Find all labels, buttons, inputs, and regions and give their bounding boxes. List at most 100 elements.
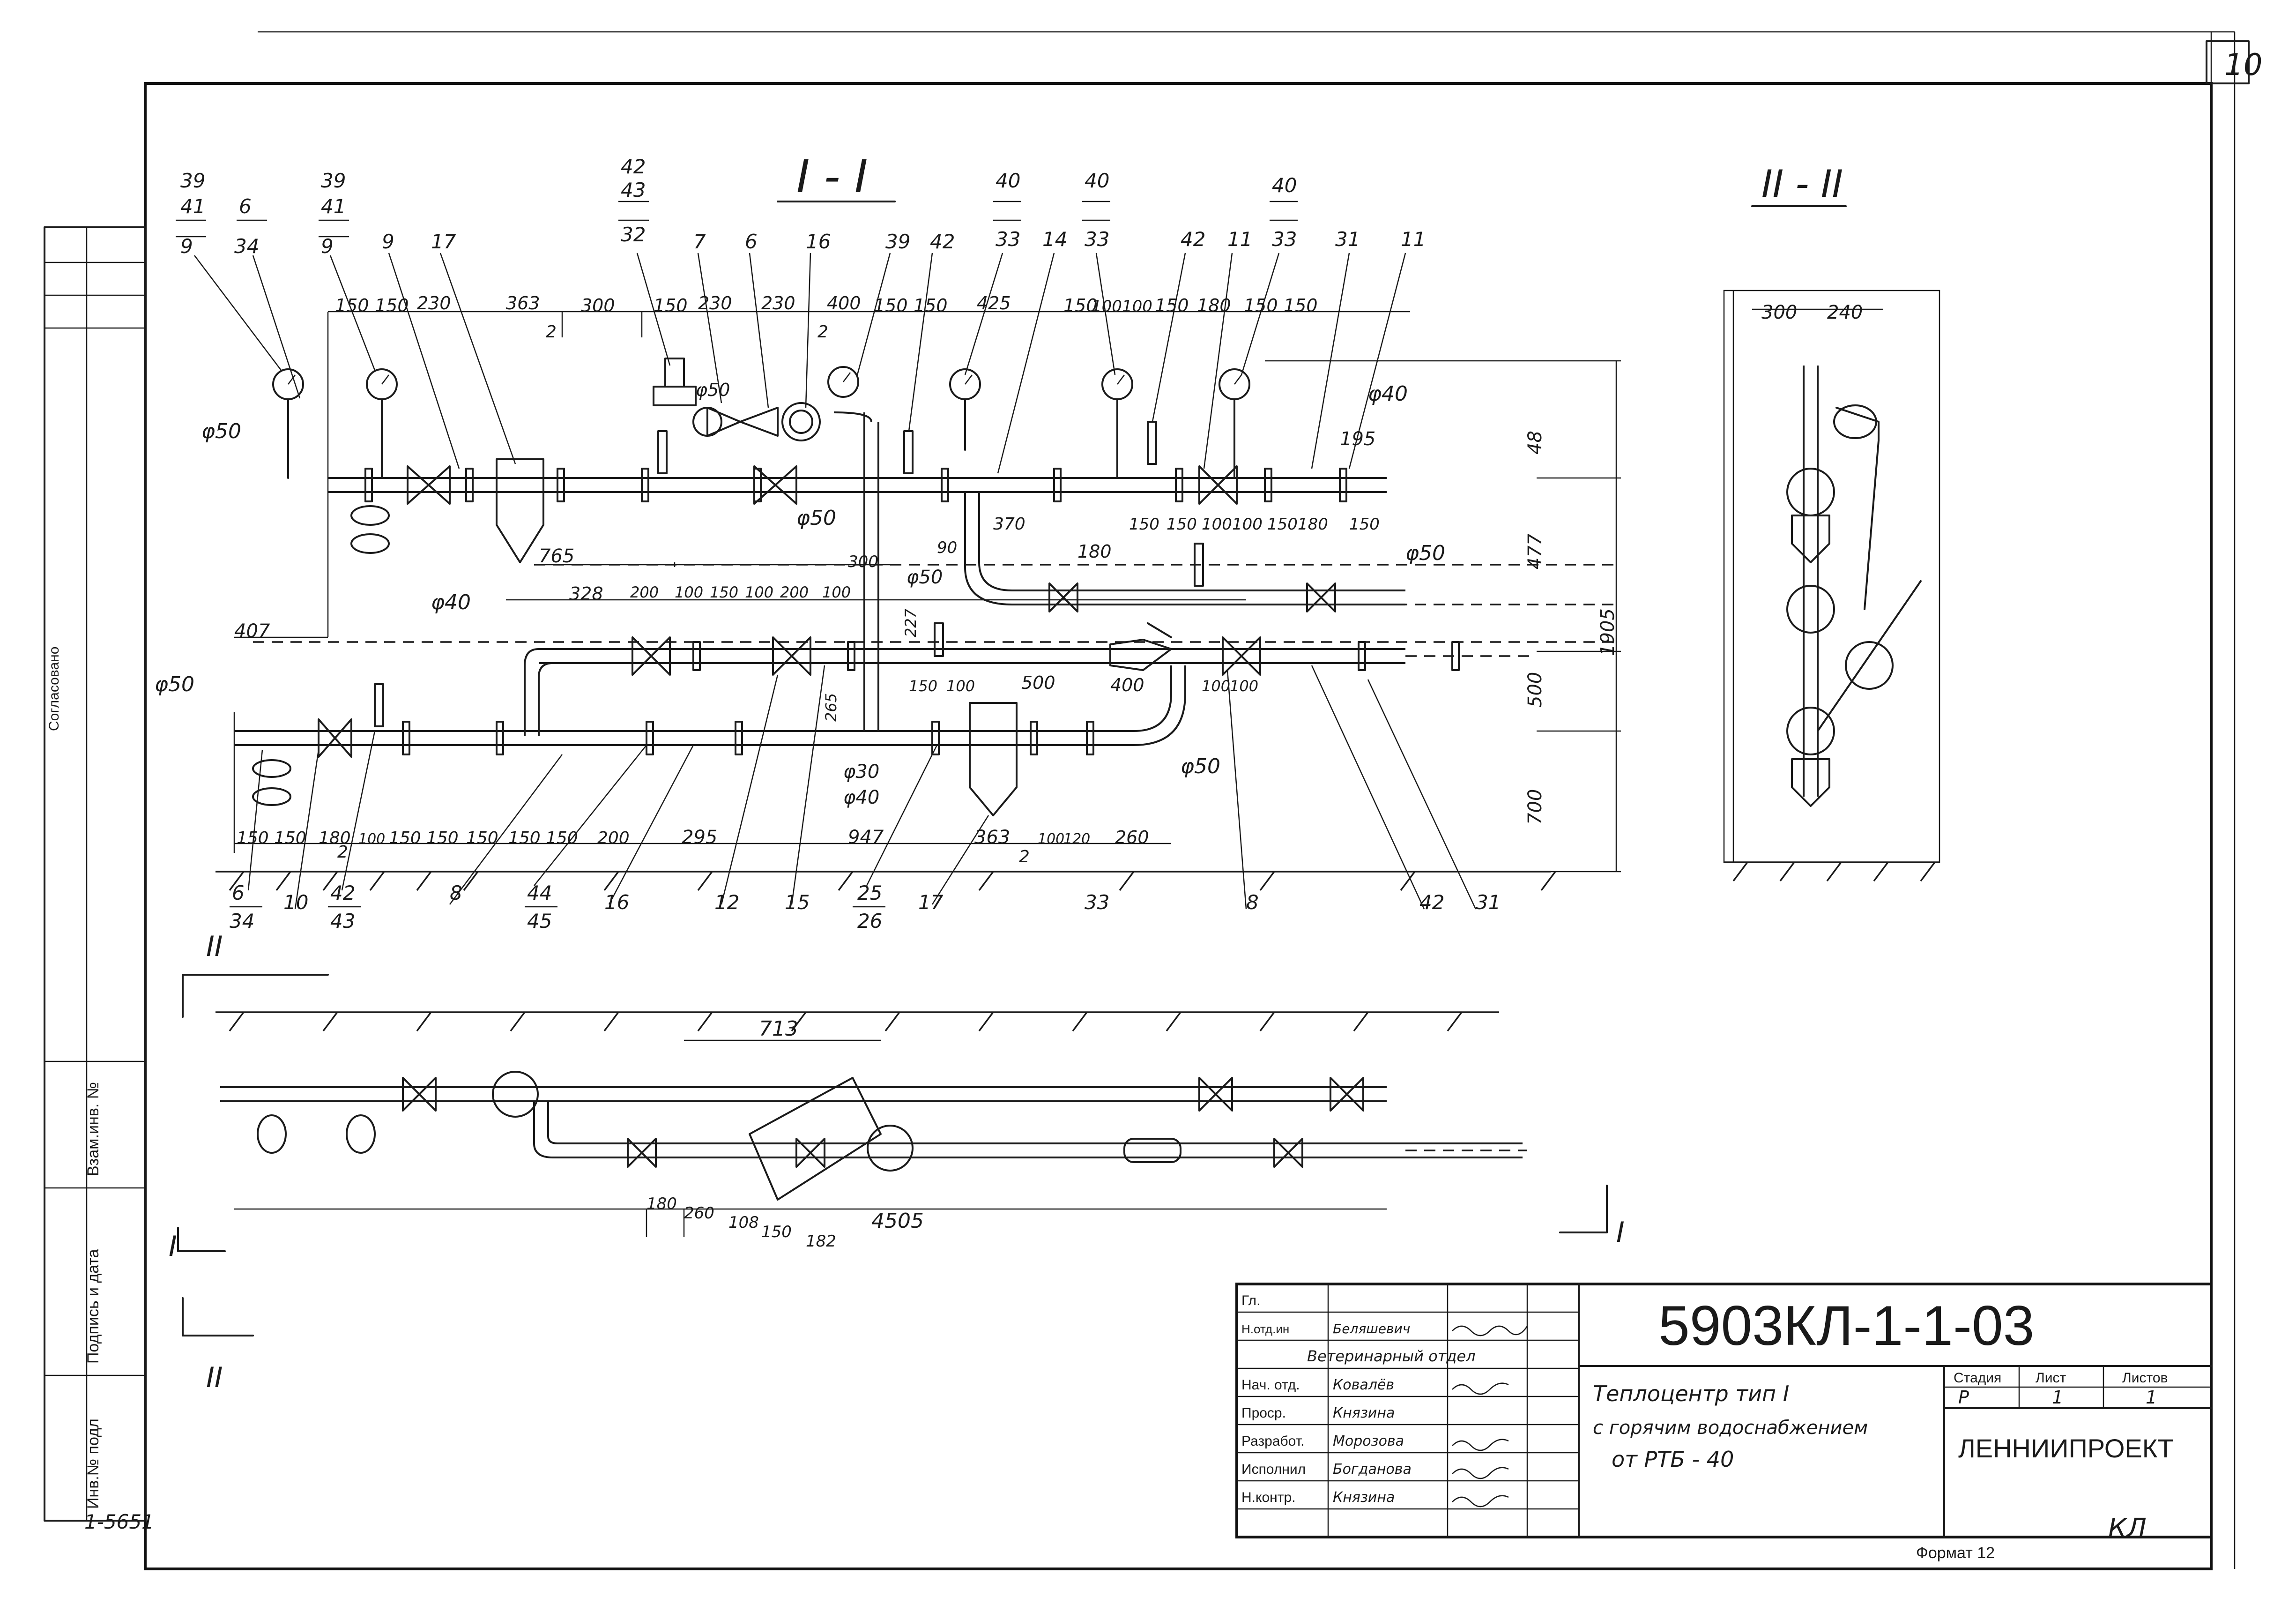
dim-misc-265: 265: [822, 693, 840, 722]
callout-t20: 33: [996, 228, 1020, 251]
plan-dim-182: 182: [806, 1232, 836, 1251]
department: Ветеринарный отдел: [1307, 1347, 1476, 1365]
dia-3: φ40: [431, 590, 471, 614]
dim-bot-16: 260: [1115, 827, 1149, 848]
role-5: Разработ.: [1241, 1433, 1304, 1449]
dia-8: φ40: [843, 787, 879, 808]
plan-dim-4505: 4505: [871, 1209, 924, 1233]
callout-t3: 9: [180, 235, 193, 258]
dim-mid-12: 100: [1202, 677, 1230, 695]
callout-t21: 14: [1042, 228, 1067, 251]
dim-top-3: 230: [417, 293, 451, 314]
callout-t5: 34: [234, 235, 259, 258]
dim-top-4: 363: [506, 293, 540, 314]
role-7: Н.контр.: [1241, 1490, 1295, 1505]
dimension-labels-middle: 328 200 100 150 100 200 100 150 100 500 …: [569, 515, 1380, 695]
margin-row-inv-original: Инв.№ подл: [84, 1418, 102, 1509]
corner-mark: КЛ: [2108, 1513, 2147, 1544]
role-3: Нач. отд.: [1241, 1377, 1300, 1393]
margin-side-label: Согласовано: [46, 647, 62, 731]
dim-top-11: 150: [914, 295, 948, 316]
dim-bot-10: 200: [597, 829, 630, 848]
callout-t10: 17: [431, 230, 456, 253]
dim-bot-4: 100: [358, 831, 385, 847]
callout-b13: 26: [857, 910, 882, 933]
callout-b8: 45: [527, 910, 552, 933]
section-1-piping: [234, 358, 1621, 816]
dia-2: φ50: [155, 672, 194, 696]
name-7: Князина: [1333, 1489, 1395, 1506]
callout-t27: 33: [1272, 228, 1297, 251]
callout-t22: 40: [1085, 169, 1109, 192]
dim-misc-1905: 1905: [1597, 608, 1619, 656]
section-title-2: II - II: [1761, 162, 1843, 206]
margin-bottom-code: 1-5651: [84, 1510, 154, 1533]
callout-b9: 16: [604, 891, 629, 914]
dim-mid-13: 100: [1230, 677, 1258, 695]
cut-mark-ii-top: II: [206, 930, 223, 963]
dim-bot-13: 363: [974, 827, 1010, 848]
dia-1: φ50: [201, 419, 241, 443]
name-3: Ковалёв: [1333, 1377, 1394, 1393]
format-label: Формат 12: [1916, 1544, 1995, 1562]
header-stage: Стадия: [1954, 1370, 2001, 1386]
title-roles: Гл. Н.отд.ин Нач. отд. Проср. Разработ. …: [1241, 1293, 1306, 1505]
dim-bot-12: 947: [848, 827, 884, 848]
callout-b2: 34: [230, 910, 254, 933]
dim-mid-15: 150: [1129, 515, 1159, 534]
dim-misc-240-s2: 240: [1827, 302, 1863, 323]
diameter-labels: φ50 φ50 φ40 φ50 φ50 φ50 φ30 φ40 φ40 φ50 …: [155, 380, 1445, 808]
dia-11: φ50: [1181, 754, 1220, 778]
dim-mid-11: 400: [1110, 675, 1144, 695]
callout-t12: 43: [621, 179, 646, 202]
dim-misc-2a: 2: [546, 322, 557, 342]
callout-b10: 12: [714, 891, 739, 914]
doc-code: 5903КЛ-1-1-03: [1658, 1294, 2034, 1357]
dim-misc-2c: 2: [337, 843, 348, 862]
dim-misc-2d: 2: [1019, 847, 1030, 866]
signatures: [1452, 1325, 1528, 1508]
dim-misc-90: 90: [937, 538, 957, 557]
dim-mid-19: 150: [1267, 515, 1298, 534]
role-2: Н.отд.ин: [1241, 1322, 1289, 1336]
callout-t1: 39: [180, 169, 205, 192]
title-line-2: с горячим водоснабжением: [1593, 1417, 1868, 1439]
dim-misc-300-s2: 300: [1761, 302, 1797, 323]
role-1: Гл.: [1241, 1293, 1260, 1308]
ground-hatching: [215, 871, 1556, 1032]
callout-b14: 17: [918, 891, 944, 914]
cut-mark-ii-bottom: II: [206, 1361, 223, 1394]
dim-mid-9: 100: [946, 677, 975, 695]
callout-t6: 39: [321, 169, 346, 192]
dim-top-9: 400: [827, 293, 861, 314]
callout-t9: 9: [382, 230, 394, 253]
dim-misc-700: 700: [1524, 789, 1546, 825]
cut-mark-i-right: I: [1616, 1216, 1625, 1249]
callout-t25: 11: [1227, 228, 1252, 251]
dimension-labels-top: 150 150 230 363 300 150 230 230 400 150 …: [335, 293, 1318, 316]
dim-misc-500: 500: [1524, 672, 1546, 708]
title-block: [1235, 1283, 2213, 1538]
dim-mid-4: 150: [710, 583, 738, 601]
dim-mid-17: 100: [1202, 515, 1232, 534]
dim-misc-300: 300: [848, 552, 878, 571]
callouts-top: 39 41 9 6 34 39 41 9 9 17 42 43 32 7 6 1…: [176, 155, 1426, 474]
callout-b18: 31: [1476, 891, 1501, 914]
dim-mid-6: 200: [780, 583, 809, 601]
callout-t28: 31: [1335, 228, 1360, 251]
callout-t11: 42: [621, 155, 646, 178]
value-stage: Р: [1958, 1387, 1969, 1408]
dim-bot-9: 150: [546, 829, 578, 848]
dia-5: φ50: [696, 380, 730, 400]
dim-top-5: 300: [581, 295, 615, 316]
name-6: Богданова: [1333, 1461, 1412, 1478]
margin-row-replace-inv: Взам.инв. №: [84, 1082, 102, 1176]
margin-row-signature-date: Подпись и дата: [84, 1249, 102, 1364]
dim-mid-18: 100: [1232, 515, 1263, 534]
plan-dim-713: 713: [759, 1017, 798, 1041]
value-sheet: 1: [2052, 1387, 2063, 1408]
sheet-number-box: [2206, 40, 2250, 84]
plan-dim-260: 260: [684, 1204, 714, 1223]
callout-b16: 8: [1246, 891, 1259, 914]
